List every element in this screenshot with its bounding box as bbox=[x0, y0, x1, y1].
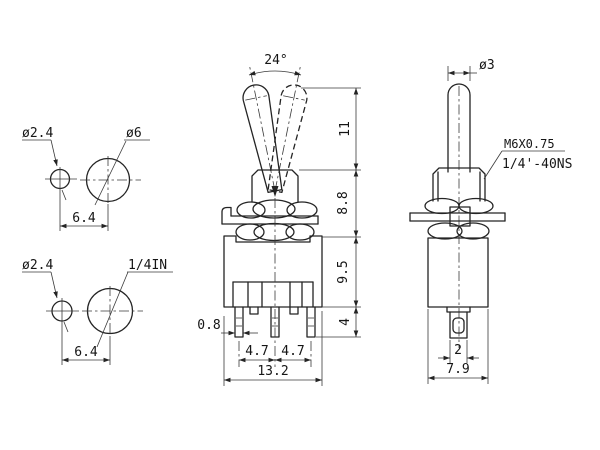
hex-nut-lower-side bbox=[427, 222, 490, 240]
dim-top-small-dia: ø2.4 bbox=[22, 126, 53, 141]
dim-lever-height: 11 bbox=[338, 121, 353, 137]
angle-arc bbox=[248, 70, 302, 76]
front-view: 24° bbox=[197, 53, 361, 386]
leader-thread bbox=[483, 150, 503, 180]
hole-pattern-bottom-view: ø2.4 1/4IN 6.4 bbox=[22, 258, 173, 365]
dim-lever-dia: ø3 bbox=[479, 58, 495, 73]
dim-throw-angle: 24° bbox=[264, 53, 287, 68]
side-view: ø3 M6X0.75 1/4'-40NS bbox=[409, 58, 572, 384]
leader-bottom-large bbox=[96, 271, 129, 348]
dim-bushing-height: 8.8 bbox=[336, 191, 351, 214]
terminal-side bbox=[449, 311, 468, 339]
foot-right bbox=[289, 306, 299, 315]
pivot-arrow bbox=[271, 186, 279, 197]
label-bottom-large: 1/4IN bbox=[128, 258, 167, 273]
dim-terminal-length: 4 bbox=[338, 318, 353, 326]
dim-terminal-thickness: 0.8 bbox=[197, 318, 220, 333]
lock-washer-side bbox=[409, 206, 506, 227]
dim-overall-depth: 7.9 bbox=[446, 362, 469, 377]
dim-pitch-left: 4.7 bbox=[245, 344, 268, 359]
body-side bbox=[427, 237, 489, 308]
leader-top-large bbox=[94, 140, 127, 206]
lever-dashed bbox=[267, 66, 308, 194]
dim-top-large-dia: ø6 bbox=[126, 126, 142, 141]
lever-side bbox=[447, 83, 471, 173]
dim-terminal-width: 2 bbox=[454, 343, 462, 358]
dim-bottom-pitch: 6.4 bbox=[74, 345, 98, 360]
foot-left bbox=[249, 306, 259, 315]
leader-bottom-small bbox=[50, 271, 58, 299]
hex-nut-lower-front bbox=[235, 222, 315, 242]
dim-body-height: 9.5 bbox=[336, 260, 351, 283]
lever-solid bbox=[242, 66, 283, 194]
dim-pitch-right: 4.7 bbox=[281, 344, 304, 359]
front-height-dimensions: 11 8.8 9.5 4 bbox=[299, 87, 361, 338]
label-thread-metric: M6X0.75 bbox=[504, 137, 555, 151]
dim-top-pitch: 6.4 bbox=[72, 211, 96, 226]
label-thread-imperial: 1/4'-40NS bbox=[502, 157, 572, 172]
dim-overall-width: 13.2 bbox=[257, 364, 288, 379]
leader-top-small bbox=[50, 139, 58, 167]
terminal-slot bbox=[452, 317, 465, 334]
dim-bottom-small-dia: ø2.4 bbox=[22, 258, 53, 273]
washer-tab bbox=[449, 206, 471, 227]
hole-pattern-top-view: ø2.4 ø6 6.4 bbox=[22, 126, 150, 231]
bushing-side bbox=[432, 167, 486, 202]
hex-nut-upper-front bbox=[236, 199, 318, 219]
step-side bbox=[446, 306, 471, 313]
bushing-front bbox=[251, 169, 299, 203]
body-front bbox=[223, 235, 323, 308]
